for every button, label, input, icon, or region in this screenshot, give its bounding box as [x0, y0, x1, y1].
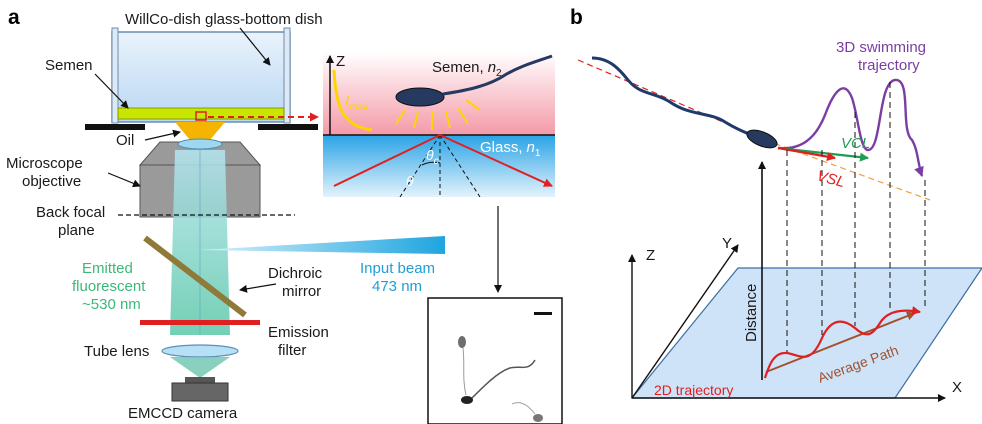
- dish-wall-left: [111, 27, 119, 124]
- 2d-trajectory-label: 2D trajectory: [654, 382, 733, 398]
- vcl-label: VCL: [841, 135, 870, 152]
- tirf-inset: Z Imax Semen,n2 Glass,n1 θc θ: [323, 52, 555, 198]
- label-camera: EMCCD camera: [128, 405, 238, 422]
- objective-pointer: [107, 172, 141, 188]
- axis-z-label: Z: [646, 247, 655, 264]
- micrograph-cell-1-tail: [462, 347, 467, 396]
- micrograph: [427, 297, 563, 424]
- label-bfp-line1: Back focal: [36, 204, 105, 221]
- label-dichroic-line2: mirror: [282, 283, 321, 300]
- micrograph-cell-2-head: [461, 396, 473, 404]
- label-objective-line2: objective: [22, 173, 81, 190]
- focus-cone: [170, 357, 230, 378]
- emission-filter: [140, 320, 260, 325]
- inset-glass-region: [323, 135, 555, 197]
- panel-a: a: [6, 6, 563, 424]
- label-tube-lens: Tube lens: [84, 343, 149, 360]
- label-dichroic-line1: Dichroic: [268, 265, 323, 282]
- micrograph-cell-2-tail: [471, 359, 536, 399]
- semen-pointer: [94, 73, 129, 109]
- label-bfp-line2: plane: [58, 222, 95, 239]
- vsl-label: VSL: [815, 167, 847, 191]
- label-3d-line2: trajectory: [858, 57, 920, 74]
- average-path-arrow: [765, 311, 916, 373]
- glass-bottom-dish: [111, 27, 291, 124]
- axis-y-label: Y: [722, 235, 732, 252]
- label-input-line1: Input beam: [360, 260, 435, 277]
- 3d-trajectory: [777, 78, 924, 177]
- zoom-box: [195, 111, 207, 121]
- sperm-head: [746, 129, 778, 149]
- imax-label: Imax: [345, 93, 368, 113]
- label-input-line2: 473 nm: [372, 278, 422, 295]
- distance-label: Distance: [743, 284, 760, 342]
- label-dish: WillCo-dish glass-bottom dish: [125, 11, 323, 28]
- projection-lines: [786, 82, 926, 352]
- y-axis: [631, 244, 739, 399]
- inset-z-label: Z: [336, 53, 345, 70]
- vsl-arrow: [777, 146, 836, 162]
- oil-drop: [175, 122, 225, 140]
- micrograph-cell-1-head: [458, 336, 466, 348]
- stage-right: [258, 124, 318, 130]
- input-beam: [200, 236, 445, 254]
- inset-glass-label: Glass,n1: [480, 139, 541, 159]
- reflected-ray: [439, 134, 553, 187]
- panel-a-letter: a: [8, 6, 20, 29]
- label-semen: Semen: [45, 57, 93, 74]
- xy-plane: [630, 267, 982, 399]
- evanescent-decay-curve: [332, 69, 373, 132]
- axis-x-label: X: [952, 379, 962, 396]
- dish-wall-right: [283, 27, 291, 124]
- sperm-tail: [591, 56, 761, 140]
- semen-layer: [117, 107, 285, 120]
- oil-pointer: [144, 129, 181, 141]
- stage-left: [85, 124, 145, 130]
- inset-sperm-head: [395, 87, 445, 107]
- 2d-trajectory: [763, 306, 921, 379]
- panel-b: b Z Y X Distance: [570, 6, 982, 402]
- panel-b-letter: b: [570, 6, 583, 29]
- dichroic-mirror: [143, 235, 247, 318]
- theta-arc: [421, 161, 441, 166]
- dish-body: [111, 31, 291, 123]
- dichroic-pointer: [239, 283, 277, 293]
- inset-sperm-tail: [442, 54, 553, 96]
- dish-pointer: [239, 27, 271, 66]
- incident-ray: [333, 134, 441, 187]
- micrograph-cell-3-head: [533, 414, 543, 422]
- emccd-camera: [171, 377, 229, 402]
- theta-label: θ: [406, 173, 414, 189]
- label-emitted-line1: Emitted: [82, 260, 133, 277]
- micrograph-frame: [427, 297, 563, 424]
- inset-critical-line-right: [439, 134, 481, 198]
- label-3d-line1: 3D swimming: [836, 39, 926, 56]
- label-emitted-line2: fluorescent: [72, 278, 146, 295]
- label-emission-line2: filter: [278, 342, 306, 359]
- head-axis-dashed: [577, 59, 766, 141]
- emission-rays: [395, 99, 481, 130]
- inset-critical-line-left: [399, 134, 441, 198]
- label-oil: Oil: [116, 132, 134, 149]
- theta-c-label: θc: [426, 147, 439, 167]
- tube-lens: [161, 344, 239, 358]
- inset-semen-label: Semen,n2: [432, 59, 502, 79]
- label-emitted-line3: ~530 nm: [82, 296, 141, 313]
- label-emission-line1: Emission: [268, 324, 329, 341]
- micrograph-cell-3-tail: [511, 402, 536, 415]
- scale-bar: [534, 312, 552, 315]
- label-objective-line1: Microscope: [6, 155, 83, 172]
